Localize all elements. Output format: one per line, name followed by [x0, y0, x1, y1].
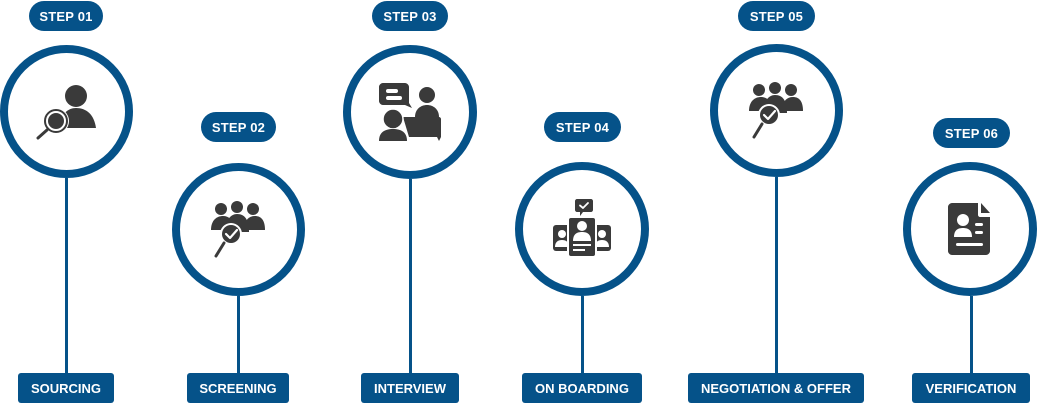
user-search-icon — [36, 84, 96, 139]
step-circle — [172, 163, 305, 296]
connector-line — [581, 296, 584, 374]
interview-chat-icon — [379, 83, 441, 141]
step-badge: STEP 04 — [544, 112, 621, 142]
step-badge: STEP 06 — [933, 118, 1010, 148]
step-badge: STEP 01 — [29, 1, 103, 31]
step-badge: STEP 03 — [372, 1, 448, 31]
profile-document-icon — [948, 203, 990, 255]
step-circle — [903, 162, 1037, 296]
step-title: SOURCING — [18, 373, 114, 403]
step-title: ON BOARDING — [522, 373, 642, 403]
step-badge: STEP 02 — [201, 112, 276, 142]
step-badge: STEP 05 — [738, 1, 815, 31]
group-check-search-icon — [210, 200, 265, 257]
connector-line — [775, 177, 778, 374]
group-check-search-icon — [748, 81, 803, 138]
step-circle — [515, 162, 649, 296]
step-circle — [343, 45, 477, 179]
connector-line — [65, 178, 68, 374]
connector-line — [237, 296, 240, 374]
step-title: INTERVIEW — [361, 373, 459, 403]
team-approval-icon — [553, 199, 611, 258]
step-circle — [0, 45, 133, 178]
connector-line — [409, 179, 412, 374]
step-title: SCREENING — [187, 373, 289, 403]
step-title: NEGOTIATION & OFFER — [688, 373, 864, 403]
step-title: VERIFICATION — [912, 373, 1030, 403]
connector-line — [970, 296, 973, 374]
step-circle — [710, 44, 843, 177]
